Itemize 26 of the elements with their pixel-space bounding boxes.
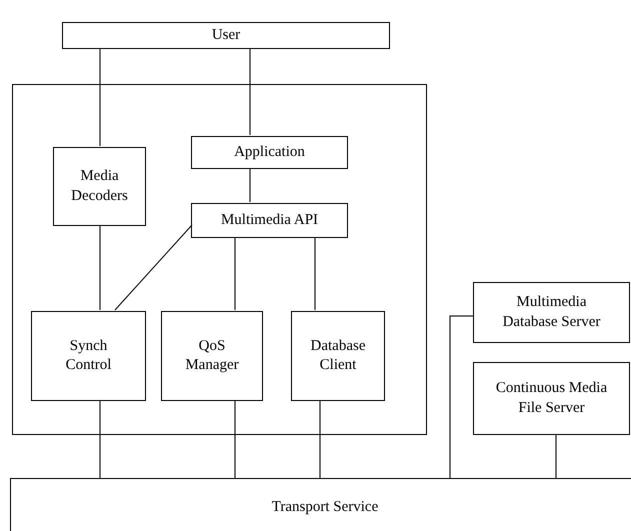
connector-line xyxy=(114,224,192,310)
box-label: Multimedia Database Server xyxy=(502,293,602,332)
component-box xyxy=(473,362,630,435)
box-label: Continuous Media File Server xyxy=(494,379,608,418)
box-label: Database Client xyxy=(310,336,366,375)
connector-line xyxy=(450,316,474,478)
box-label: Transport Service xyxy=(270,498,380,518)
component-box xyxy=(291,311,385,401)
component-box xyxy=(31,311,146,401)
component-box xyxy=(62,22,390,49)
component-box xyxy=(473,282,630,343)
connector-line xyxy=(314,236,316,310)
component-box xyxy=(53,147,146,226)
box-label: Application xyxy=(233,142,306,162)
component-box xyxy=(161,311,263,401)
box-label: Multimedia API xyxy=(220,210,320,230)
box-label: Media Decoders xyxy=(70,167,129,206)
component-box xyxy=(191,203,348,238)
component-box xyxy=(191,136,348,169)
component-box xyxy=(10,478,631,531)
box-label: Synch Control xyxy=(64,336,112,375)
box-label: User xyxy=(210,26,242,45)
connector-line xyxy=(234,400,236,478)
box-label: QoS Manager xyxy=(184,336,240,375)
container-box xyxy=(12,84,427,435)
connector-line xyxy=(234,236,236,310)
